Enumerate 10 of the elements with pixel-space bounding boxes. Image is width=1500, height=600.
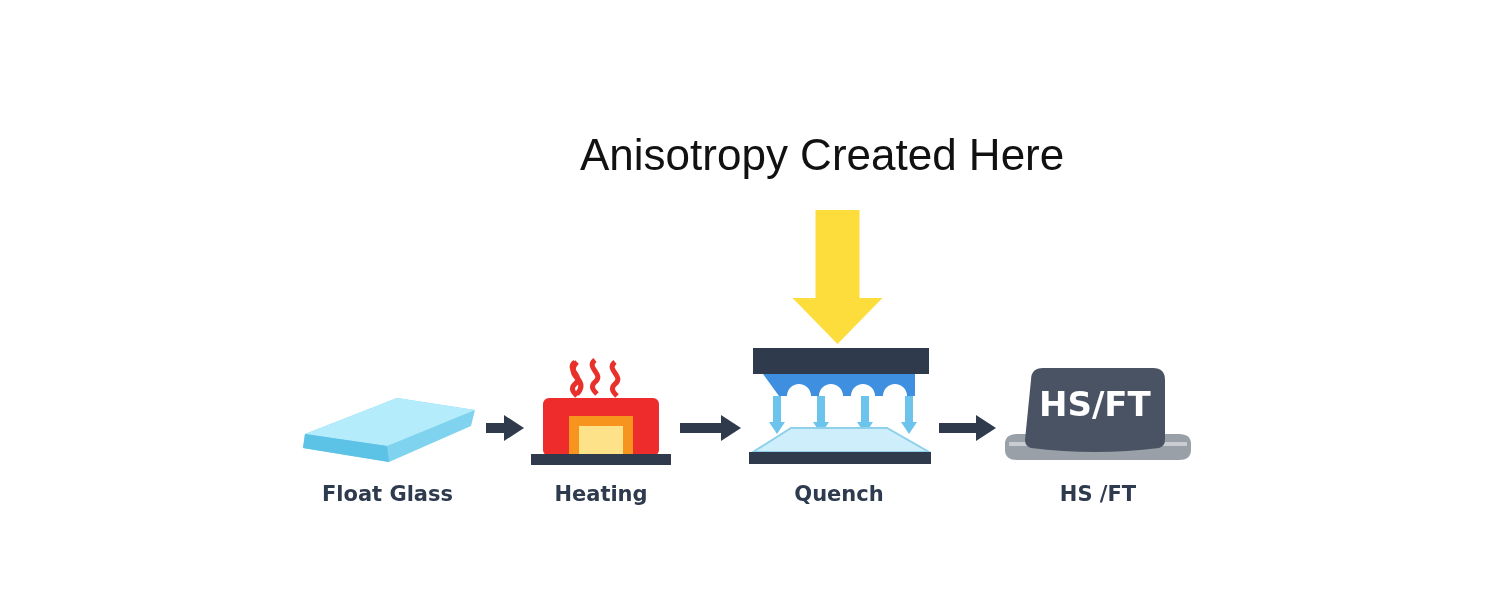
arrow (486, 415, 524, 441)
step-label: Float Glass (321, 482, 454, 506)
heading-text: Anisotropy Created Here (580, 130, 1065, 180)
step-label: Heating (554, 482, 648, 506)
step-label: HS /FT (1059, 482, 1137, 506)
arrow (680, 415, 741, 441)
icon-text: HS/FT (1039, 384, 1151, 424)
arrow (939, 415, 996, 441)
step-label: Quench (794, 482, 884, 506)
arrow (792, 210, 883, 344)
